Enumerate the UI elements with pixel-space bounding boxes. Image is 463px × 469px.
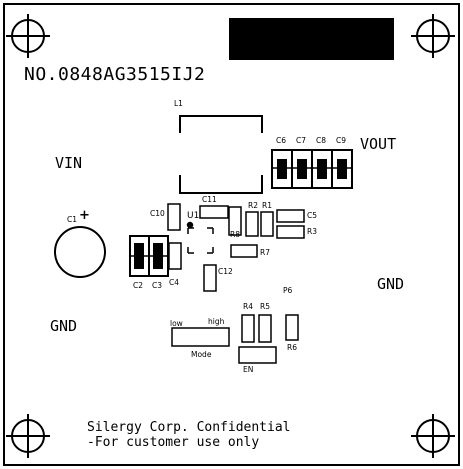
ref-r6: R6	[287, 343, 297, 352]
board-part-number: NO.0848AG3515IJ2	[24, 64, 206, 85]
ref-c3: C3	[152, 281, 163, 290]
capacitor-c12-pad	[203, 264, 217, 292]
ref-c4: C4	[169, 278, 180, 287]
ref-r3: R3	[307, 227, 317, 236]
ref-c1: C1	[67, 215, 78, 224]
ref-r7: R7	[260, 248, 270, 257]
resistor-r5-pad	[258, 314, 272, 343]
input-capacitor-c2-c3	[129, 235, 169, 277]
c1-polarity-plus: +	[79, 208, 90, 223]
ref-r2: R2	[248, 201, 258, 210]
ref-c2: C2	[133, 281, 144, 290]
inductor-l1-outline	[179, 115, 263, 194]
ref-c9: C9	[336, 136, 347, 145]
footer-customer-use: -For customer use only	[87, 435, 260, 450]
capacitor-c11-pad	[199, 205, 229, 219]
ref-r1: R1	[262, 201, 272, 210]
fiducial-bottom-right	[411, 414, 455, 458]
board-outline	[3, 3, 460, 466]
footer-confidential: Silergy Corp. Confidential	[87, 420, 291, 435]
fiducial-top-left	[6, 14, 50, 58]
mode-high-label: high	[208, 317, 225, 326]
resistor-r7-pad	[230, 244, 258, 258]
ic-u1-outline	[186, 221, 214, 254]
mode-header-outline	[171, 327, 230, 347]
ref-c11: C11	[202, 195, 217, 204]
mode-low-label: low	[170, 319, 183, 328]
vin-label: VIN	[55, 154, 83, 172]
output-capacitor-array	[271, 149, 353, 189]
ref-r8: R8	[230, 230, 240, 239]
ref-p6: P6	[283, 286, 293, 295]
gnd-left-label: GND	[50, 317, 78, 335]
capacitor-c1-outline	[54, 226, 106, 278]
ref-c10: C10	[150, 209, 165, 218]
capacitor-c10-pad	[167, 203, 181, 231]
ref-c7: C7	[296, 136, 307, 145]
ref-u1: U1	[187, 211, 200, 221]
ref-r5: R5	[260, 302, 270, 311]
resistor-r1-pad	[260, 211, 274, 237]
ref-c8: C8	[316, 136, 327, 145]
capacitor-c4-pad	[168, 242, 182, 270]
ref-c5: C5	[307, 211, 318, 220]
vout-label: VOUT	[360, 135, 397, 153]
resistor-r3-pad	[276, 225, 305, 239]
en-label: EN	[243, 365, 254, 374]
mode-label: Mode	[191, 350, 212, 359]
resistor-r2-pad	[245, 211, 259, 237]
ref-r4: R4	[243, 302, 253, 311]
ref-c12: C12	[218, 267, 233, 276]
label-block	[229, 18, 394, 60]
en-header-outline	[238, 346, 277, 364]
resistor-r4-pad	[241, 314, 255, 343]
gnd-right-label: GND	[377, 275, 405, 293]
fiducial-bottom-left	[6, 414, 50, 458]
resistor-r6-pad	[285, 314, 299, 341]
ref-c6: C6	[276, 136, 287, 145]
capacitor-c5-pad	[276, 209, 305, 223]
resistor-r8-pad	[228, 206, 242, 236]
ref-l1: L1	[174, 99, 183, 108]
fiducial-top-right	[411, 14, 455, 58]
